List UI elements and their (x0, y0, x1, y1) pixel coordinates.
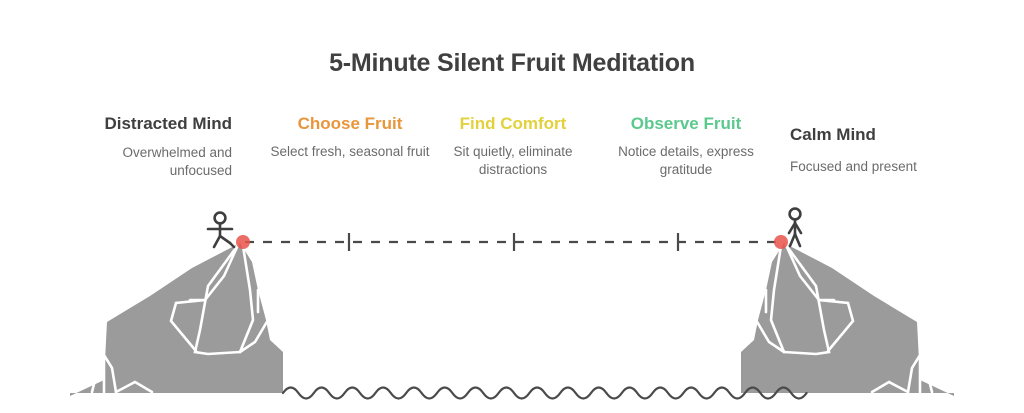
right-mountain-body (741, 243, 954, 396)
rope-path (245, 233, 783, 251)
stage-column-choose-fruit: Choose Fruit Select fresh, seasonal frui… (270, 113, 430, 161)
stage-heading-observe-fruit: Observe Fruit (630, 114, 742, 133)
stage-description-choose-fruit: Select fresh, seasonal fruit (270, 144, 430, 159)
left-anchor-dot (236, 235, 250, 249)
stage-column-distracted-mind: Distracted Mind Overwhelmed and unfocuse… (72, 113, 232, 180)
left-mountain-crack-lines (90, 243, 285, 394)
stage-description-find-comfort: Sit quietly, eliminate distractions (453, 144, 573, 177)
left-mountain (70, 243, 285, 396)
stage-column-observe-fruit: Observe Fruit Notice details, express gr… (600, 113, 772, 179)
stage-heading-distracted-mind: Distracted Mind (104, 114, 232, 133)
stage-column-calm-mind: Calm Mind Focused and present (790, 113, 990, 176)
left-stick-figure (206, 211, 236, 249)
stage-description-distracted-mind: Overwhelmed and unfocused (122, 145, 232, 178)
stage-labels-row: Distracted Mind Overwhelmed and unfocuse… (0, 113, 1024, 193)
page-title: 5-Minute Silent Fruit Meditation (329, 49, 695, 77)
right-mountain (739, 243, 954, 396)
stage-column-find-comfort: Find Comfort Sit quietly, eliminate dist… (432, 113, 594, 179)
right-mountain-crack-lines (739, 243, 934, 394)
left-mountain-body (70, 243, 283, 396)
right-anchor-dot (774, 235, 788, 249)
stage-description-observe-fruit: Notice details, express gratitude (618, 144, 754, 177)
stage-heading-choose-fruit: Choose Fruit (297, 114, 403, 133)
stage-heading-calm-mind: Calm Mind (790, 125, 876, 144)
stage-heading-find-comfort: Find Comfort (459, 114, 567, 133)
water-wave-line (281, 386, 808, 400)
stage-description-calm-mind: Focused and present (790, 159, 917, 174)
right-stick-figure (787, 207, 803, 248)
